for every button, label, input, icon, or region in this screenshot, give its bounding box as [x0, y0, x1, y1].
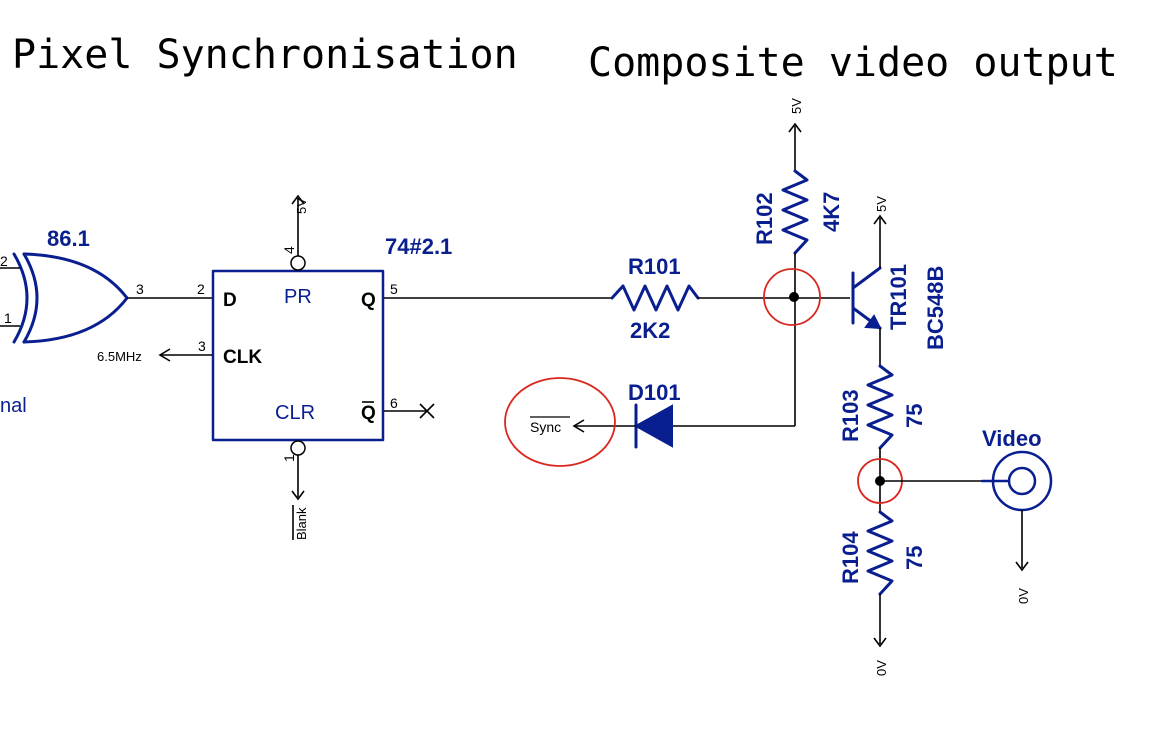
gate-partial-label: nal: [0, 395, 27, 417]
r101-ref: R101: [628, 254, 681, 279]
junction-dot-base: [789, 292, 799, 302]
ff-pin-clr-label: CLR: [275, 402, 315, 424]
gate-pin-1: 1: [4, 310, 12, 326]
tr101-vcc-label: 5V: [874, 196, 889, 212]
gate-ref: 86.1: [47, 226, 90, 251]
tr101-part: BC548B: [923, 266, 948, 350]
highlight-circle-sync: [504, 377, 616, 467]
resistor-r101: R101 2K2: [610, 254, 700, 343]
ff-pin-clr-number: 1: [281, 454, 297, 462]
r104-gnd-label: 0V: [874, 660, 889, 676]
flipflop-74-2-1: 74#2.1 D PR Q CLK CLR Q 2 5 3 6 4 5V 1 B…: [97, 194, 452, 540]
diode-d101: D101: [572, 380, 795, 449]
flipflop-ref: 74#2.1: [385, 234, 452, 259]
r102-ref: R102: [752, 192, 777, 245]
net-clock-label: 6.5MHz: [97, 349, 142, 364]
tr101-ref: TR101: [886, 264, 911, 330]
r104-value: 75: [902, 546, 927, 570]
video-gnd-label: 0V: [1016, 588, 1031, 604]
r102-value: 4K7: [819, 192, 844, 232]
gate-pin-2: 2: [0, 253, 8, 269]
video-label: Video: [982, 426, 1042, 451]
xor-gate-86-1: 2 1 3 86.1 nal: [0, 226, 212, 417]
r103-value: 75: [902, 404, 927, 428]
ff-pin-d-label: D: [223, 290, 237, 311]
resistor-r103: R103 75: [838, 364, 927, 512]
ff-pin-clk-label: CLK: [223, 347, 262, 368]
r104-ref: R104: [838, 531, 863, 584]
r101-value: 2K2: [630, 318, 670, 343]
title-composite-video-output: Composite video output: [588, 40, 1118, 86]
resistor-r104: R104 75 0V: [838, 510, 927, 676]
ff-pin-pr-label: PR: [284, 286, 312, 308]
ff-pin-clk-number: 3: [198, 338, 206, 354]
ff-pin-pr-number: 4: [281, 246, 297, 254]
title-pixel-synchronisation: Pixel Synchronisation: [12, 32, 518, 78]
r103-ref: R103: [838, 389, 863, 442]
resistor-r102: 5V R102 4K7: [752, 98, 844, 426]
net-blank-label: Blank: [294, 507, 309, 540]
d101-ref: D101: [628, 380, 681, 405]
ff-pin-d-number: 2: [197, 281, 205, 297]
ff-pin-q-label: Q: [361, 290, 376, 311]
net-sync-label: Sync: [530, 419, 561, 435]
ff-pin-qbar-number: 6: [390, 395, 398, 411]
ff-pr-vcc-label: 5V: [294, 198, 309, 214]
highlight-circle-base: [763, 268, 821, 326]
ff-pin-qbar-label: Q: [361, 403, 376, 424]
video-connector: 0V Video: [980, 426, 1053, 604]
transistor-tr101: 5V TR101 BC548B: [851, 196, 948, 366]
gate-pin-3: 3: [136, 281, 144, 297]
r102-vcc-label: 5V: [789, 98, 804, 114]
ff-pin-q-number: 5: [390, 281, 398, 297]
